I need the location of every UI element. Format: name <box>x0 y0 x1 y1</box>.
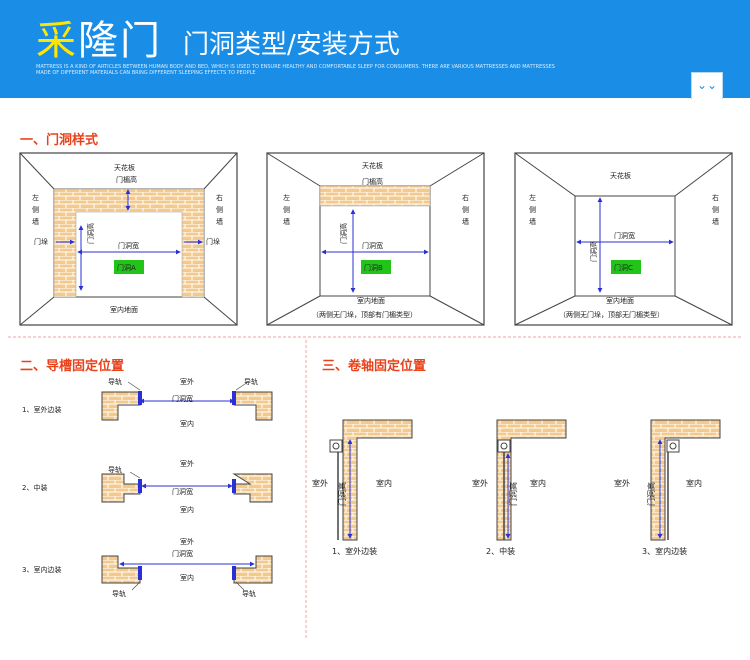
left-wall-label-c-3: 墙 <box>529 217 536 226</box>
brand-logo: 采隆门 <box>36 8 162 66</box>
door-width-label-rail-2: 门洞宽 <box>172 487 193 496</box>
ceiling-label-a: 天花板 <box>114 163 135 172</box>
right-wall-label-c-2: 侧 <box>712 205 719 214</box>
right-wall-label-b-3: 墙 <box>462 217 469 226</box>
left-wall-label-b-1: 左 <box>283 193 290 202</box>
rail-diagram-1: 1、室外边装 导轨 导轨 室外 门洞宽 室内 <box>22 377 273 428</box>
rail-item-3-label: 3、室内边装 <box>22 565 61 574</box>
header-banner: 采隆门 门洞类型/安装方式 MATTRESS IS A KIND OF ARTI… <box>0 0 750 99</box>
jamb-label-a-left: 门垛 <box>34 237 48 246</box>
left-wall-label-a-2: 侧 <box>32 205 39 214</box>
right-wall-label-a-3: 墙 <box>216 217 223 226</box>
outdoor-label-1: 室外 <box>180 377 194 386</box>
floor-label-c: 室内地面 <box>606 296 634 305</box>
door-type-label-b: 门洞B <box>364 263 383 272</box>
section2-title: 二、导槽固定位置 <box>20 358 124 374</box>
door-width-label-a: 门洞宽 <box>118 241 139 250</box>
door-height-label-shaft-2: 门洞高 <box>508 482 518 506</box>
left-wall-label-c-1: 左 <box>529 193 536 202</box>
indoor-label-shaft-1: 室内 <box>376 478 392 488</box>
left-wall-label-c-2: 侧 <box>529 205 536 214</box>
right-wall-label-b-2: 侧 <box>462 205 469 214</box>
indoor-label-2: 室内 <box>180 505 194 514</box>
room-diagram-c: 天花板 左 侧 墙 右 侧 墙 门洞高 门洞宽 门洞C 室内地面 （两侧无门垛，… <box>514 152 733 326</box>
indoor-label-1: 室内 <box>180 419 194 428</box>
brand-rest: 隆门 <box>78 18 162 64</box>
section3-title: 三、卷轴固定位置 <box>322 358 426 374</box>
ceiling-label-b: 天花板 <box>362 161 383 170</box>
rail-label-1-right: 导轨 <box>244 377 258 386</box>
rail-diagram-2: 2、中装 导轨 室外 门洞宽 室内 <box>22 459 273 514</box>
rail-label-3-left: 导轨 <box>112 589 126 598</box>
door-width-label-c: 门洞宽 <box>614 231 635 240</box>
room-diagram-a: 天花板 门楣高 左 侧 墙 右 侧 墙 门垛 门垛 门洞高 门洞宽 门洞A 室内… <box>19 152 238 326</box>
door-width-label-rail-3: 门洞宽 <box>172 549 193 558</box>
lintel-height-label-b: 门楣高 <box>362 177 383 186</box>
rail-item-1-label: 1、室外边装 <box>22 405 61 414</box>
rail-item-2-label: 2、中装 <box>22 483 47 492</box>
jamb-label-a-right: 门垛 <box>206 237 220 246</box>
page-title: 门洞类型/安装方式 <box>183 30 400 60</box>
rail-diagram-3: 3、室内边装 导轨 导轨 室外 门洞宽 室内 <box>22 537 273 598</box>
indoor-label-shaft-3: 室内 <box>686 478 702 488</box>
door-height-label-shaft-3: 门洞高 <box>646 482 656 506</box>
indoor-label-shaft-2: 室内 <box>530 478 546 488</box>
door-type-label-c: 门洞C <box>614 263 633 272</box>
section1-title: 一、门洞样式 <box>20 132 98 148</box>
room-diagram-b: 天花板 门楣高 左 侧 墙 右 侧 墙 门洞高 门洞宽 门洞B 室内地面 （两侧… <box>266 152 485 326</box>
door-width-label-rail-1: 门洞宽 <box>172 394 193 403</box>
left-wall-label-b-3: 墙 <box>283 217 290 226</box>
right-wall-label-a-1: 右 <box>216 193 223 202</box>
door-height-label-c: 门洞高 <box>589 241 598 262</box>
right-wall-label-b-1: 右 <box>462 193 469 202</box>
rail-label-2: 导轨 <box>108 465 122 474</box>
double-chevron-down-icon[interactable]: ⌄⌄ <box>691 72 723 99</box>
shaft-diagram-2: 门洞高 室外 室内 2、中装 <box>472 419 567 556</box>
shaft-item-2-label: 2、中装 <box>486 546 515 556</box>
right-wall-label-c-3: 墙 <box>712 217 719 226</box>
left-wall-label-a-3: 墙 <box>32 217 39 226</box>
outdoor-label-3: 室外 <box>180 537 194 546</box>
shaft-diagram-1: 门洞高 室外 室内 1、室外边装 <box>312 419 413 556</box>
shaft-diagram-3: 门洞高 室外 室内 3、室内边装 <box>614 419 721 556</box>
rail-label-3-right: 导轨 <box>242 589 256 598</box>
outdoor-label-2: 室外 <box>180 459 194 468</box>
left-wall-label-a-1: 左 <box>32 193 39 202</box>
floor-label-a: 室内地面 <box>110 305 138 314</box>
right-wall-label-a-2: 侧 <box>216 205 223 214</box>
ceiling-label-c: 天花板 <box>610 171 631 180</box>
diagram-area: 一、门洞样式 天花板 门楣高 左 侧 墙 右 侧 墙 门垛 门垛 门洞高 门洞宽… <box>8 132 742 640</box>
door-width-label-b: 门洞宽 <box>362 241 383 250</box>
door-height-label-shaft-1: 门洞高 <box>337 482 347 506</box>
indoor-label-3: 室内 <box>180 573 194 582</box>
outdoor-label-shaft-1: 室外 <box>312 478 328 488</box>
door-type-note-c: （两侧无门垛，顶部无门楣类型） <box>559 310 664 319</box>
outdoor-label-shaft-3: 室外 <box>614 478 630 488</box>
right-wall-label-c-1: 右 <box>712 193 719 202</box>
floor-label-b: 室内地面 <box>357 296 385 305</box>
door-height-label-b: 门洞高 <box>339 223 348 244</box>
rail-label-1-left: 导轨 <box>108 377 122 386</box>
left-wall-label-b-2: 侧 <box>283 205 290 214</box>
outdoor-label-shaft-2: 室外 <box>472 478 488 488</box>
lintel-height-label-a: 门楣高 <box>116 175 137 184</box>
door-type-label-a: 门洞A <box>117 263 136 272</box>
door-type-note-b: （两侧无门垛，顶部有门楣类型） <box>312 310 417 319</box>
shaft-item-3-label: 3、室内边装 <box>642 546 687 556</box>
shaft-item-1-label: 1、室外边装 <box>332 546 377 556</box>
brand-first-char: 采 <box>36 18 78 64</box>
header-tagline: MATTRESS IS A KIND OF ARTICLES BETWEEN H… <box>36 64 555 76</box>
door-height-label-a: 门洞高 <box>86 223 95 244</box>
